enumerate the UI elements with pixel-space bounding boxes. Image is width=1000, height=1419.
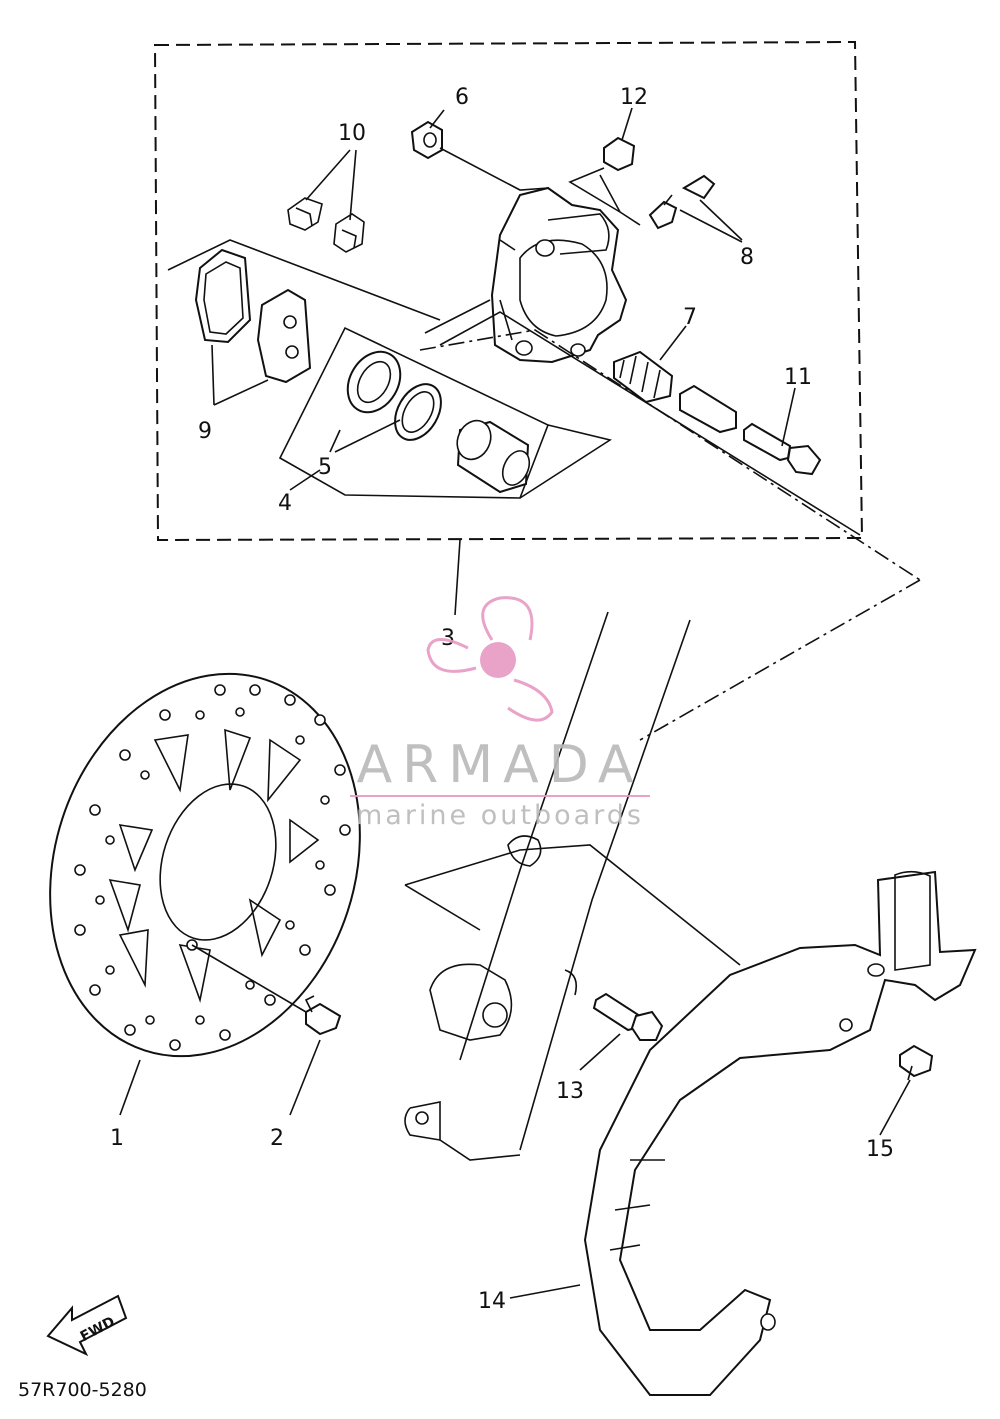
bleed-screw-cap: [681, 174, 716, 200]
disc-bolt: [304, 995, 342, 1036]
callout-8: 8: [740, 245, 754, 270]
disc-cover: [583, 870, 977, 1396]
propeller-logo: [426, 596, 554, 722]
slide-pin: [679, 384, 737, 434]
bleed-cap: [410, 120, 443, 160]
pin-bolt: [743, 422, 822, 476]
callout-3: 3: [441, 626, 455, 651]
front-fork-leg: [404, 611, 691, 1161]
callout-labels: 1 2 3 4 5 6 7 8 9 10 11 12 13 14 15: [110, 85, 894, 1314]
callout-6: 6: [455, 85, 469, 110]
leader-lines: [119, 107, 911, 1299]
dust-seal: [346, 350, 402, 414]
watermark-brand: ARMADA: [357, 735, 644, 795]
piston: [456, 419, 531, 494]
brake-pad-inner: [256, 288, 312, 384]
pad-spring-left: [287, 197, 323, 231]
bleed-screw: [648, 194, 678, 230]
caliper-assembly-boundary: [153, 40, 864, 542]
watermark: ARMADA marine outboards: [350, 596, 650, 831]
callout-4: 4: [278, 491, 292, 516]
brake-pad-outer: [194, 248, 252, 344]
fwd-arrow: FWD: [46, 1294, 128, 1357]
callout-12: 12: [620, 85, 648, 110]
diagram-code: 57R700-5280: [18, 1379, 147, 1401]
callout-9: 9: [198, 419, 212, 444]
piston-seal: [394, 383, 442, 441]
callout-2: 2: [270, 1126, 284, 1151]
callout-13: 13: [556, 1079, 584, 1104]
cover-screw: [899, 1044, 934, 1081]
assembly-lines: [167, 147, 921, 1013]
brake-disc: [49, 672, 361, 1058]
piston-seal-kit-boundary: [278, 326, 550, 499]
caliper-body: [490, 186, 628, 364]
rubber-boot: [603, 136, 636, 172]
callout-1: 1: [110, 1126, 124, 1151]
callout-5: 5: [318, 455, 332, 480]
callout-11: 11: [784, 365, 812, 390]
callout-15: 15: [866, 1137, 894, 1162]
caliper-mount-bolt: [592, 992, 664, 1041]
callout-7: 7: [683, 305, 697, 330]
pad-spring-right: [333, 213, 365, 253]
pin-boot: [613, 350, 674, 404]
callout-14: 14: [478, 1289, 506, 1314]
callout-10: 10: [338, 121, 366, 146]
watermark-tagline: marine outboards: [356, 800, 644, 831]
